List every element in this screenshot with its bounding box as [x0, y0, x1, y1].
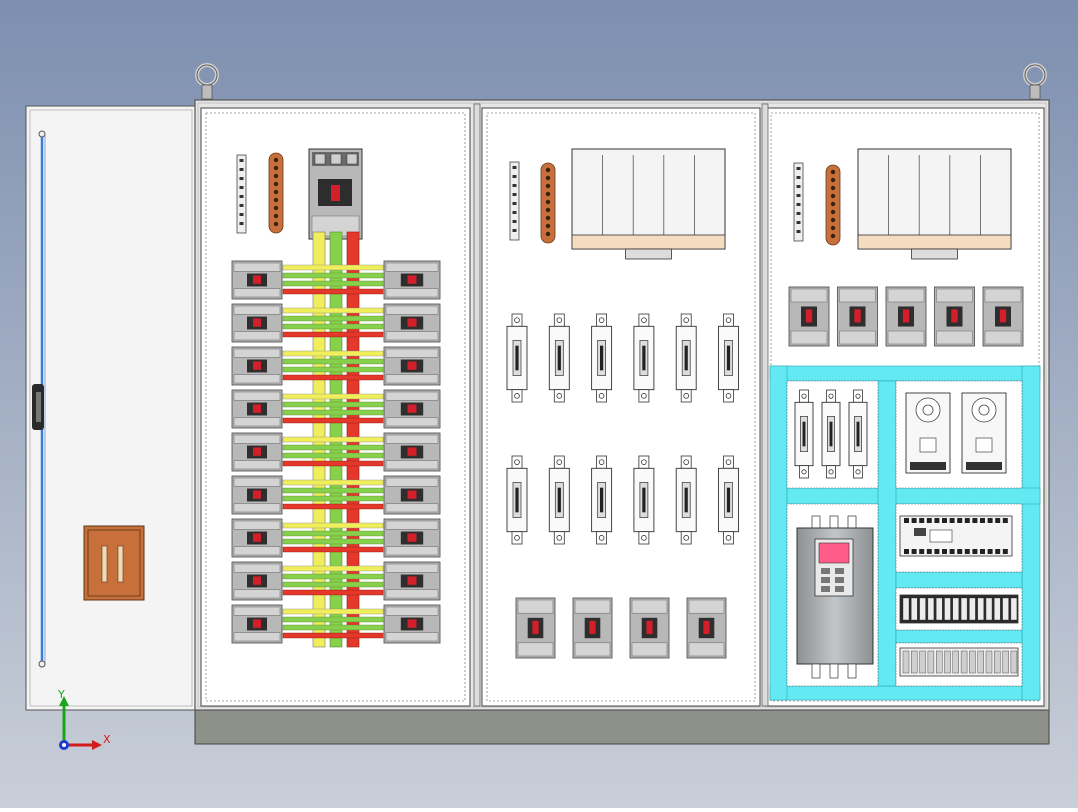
fuse-holder [718, 313, 739, 403]
feeder-breaker-left [231, 604, 283, 644]
feeder-breaker-right [383, 561, 441, 601]
middle-small-breaker [572, 597, 613, 659]
cabinet-components [231, 148, 1041, 701]
feeder-connectors [282, 350, 384, 381]
terminal-block-row [899, 647, 1019, 677]
feeder-breaker-left [231, 475, 283, 515]
middle-copper-bar [540, 162, 556, 244]
fuse-holder [506, 455, 528, 545]
right-small-breaker [885, 286, 927, 347]
cabinet-plinth [194, 705, 1050, 745]
right-load-switch [857, 148, 1012, 260]
feeder-connectors [282, 479, 384, 510]
feeder-connectors [282, 436, 384, 467]
fuse-holder [633, 313, 655, 403]
lifting-eye-right [1023, 63, 1047, 100]
feeder-breaker-right [383, 432, 441, 472]
feeder-connectors [282, 264, 384, 295]
fuse-holder [591, 455, 613, 545]
right-small-breaker [934, 286, 975, 347]
bay-divider [761, 103, 769, 707]
right-copper-bar [825, 164, 841, 246]
coordinate-triad [59, 696, 102, 750]
right-small-breaker [788, 286, 830, 347]
right-terminal-strip [793, 162, 804, 242]
feeder-connectors [282, 565, 384, 596]
plc-module [899, 515, 1013, 557]
right-small-breaker [982, 286, 1024, 347]
middle-small-breaker [515, 597, 556, 659]
document-pocket [83, 525, 145, 601]
power-supply [905, 392, 951, 474]
bay-divider [473, 103, 481, 707]
feeder-breaker-right [383, 260, 441, 300]
fuse-holder [548, 455, 570, 545]
feeder-breaker-right [383, 389, 441, 429]
feeder-breaker-left [231, 260, 283, 300]
feeder-breaker-right [383, 475, 441, 515]
fuse-holder [548, 313, 570, 403]
right-fuse-holder [821, 389, 841, 479]
axis-y-label: Y [58, 688, 65, 701]
middle-small-breaker [686, 597, 727, 659]
terminal-block-row [899, 594, 1019, 624]
axis-x-label: X [103, 733, 111, 746]
fuse-holder [633, 455, 655, 545]
fuse-holder [675, 455, 697, 545]
feeder-breaker-left [231, 518, 283, 558]
fuse-holder [591, 313, 613, 403]
right-fuse-holder [848, 389, 868, 479]
feeder-breaker-right [383, 303, 441, 343]
power-supply [961, 392, 1007, 474]
fuse-holder [675, 313, 697, 403]
vfd-drive [796, 515, 874, 679]
left-terminal-strip [236, 154, 247, 234]
right-fuse-holder [794, 389, 814, 479]
feeder-breaker-right [383, 518, 441, 558]
feeder-breaker-left [231, 346, 283, 386]
lifting-eye-left [195, 63, 219, 100]
feeder-breaker-left [231, 303, 283, 343]
feeder-breaker-left [231, 432, 283, 472]
open-door [25, 105, 197, 711]
middle-load-switch [571, 148, 726, 260]
feeder-breaker-left [231, 389, 283, 429]
feeder-breaker-right [383, 604, 441, 644]
feeder-connectors [282, 393, 384, 424]
right-small-breaker [837, 286, 878, 347]
feeder-connectors [282, 522, 384, 553]
middle-small-breaker [629, 597, 670, 659]
middle-terminal-strip [509, 161, 520, 241]
fuse-holder [506, 313, 528, 403]
feeder-breaker-right [383, 346, 441, 386]
fuse-holder [718, 455, 739, 545]
main-breaker [308, 148, 363, 240]
left-copper-bar [268, 152, 284, 234]
feeder-breaker-left [231, 561, 283, 601]
feeder-connectors [282, 307, 384, 338]
feeder-connectors [282, 608, 384, 639]
